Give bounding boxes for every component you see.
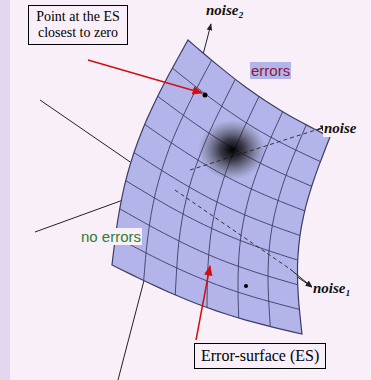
grid-line [126,181,298,261]
callout-text: Point at the ES closest to zero [35,9,121,41]
surface-dot [244,284,248,288]
callout-box: Point at the ES closest to zero [28,5,128,45]
leader-arrow [88,60,202,93]
region-label: no errors [80,228,142,245]
leader-arrow [196,266,210,340]
surface-outline [112,40,330,334]
callout-text: Error-surface (ES) [201,347,319,365]
axis-label: noise₁ [312,280,352,297]
grid-line [175,79,235,295]
closest-point [203,93,208,98]
region-label: errors [250,62,291,79]
grid-line [268,125,306,327]
callout-box: Error-surface (ES) [194,343,326,369]
axis-label: noise [323,120,358,137]
axis-tip [290,269,312,287]
grid-line [115,237,299,310]
hidden-axis [175,190,290,269]
grid-line [158,96,312,186]
axis-label: noise₂ [205,2,245,19]
density-blob [198,120,266,180]
error-surface [112,40,330,334]
side-band [0,0,10,380]
